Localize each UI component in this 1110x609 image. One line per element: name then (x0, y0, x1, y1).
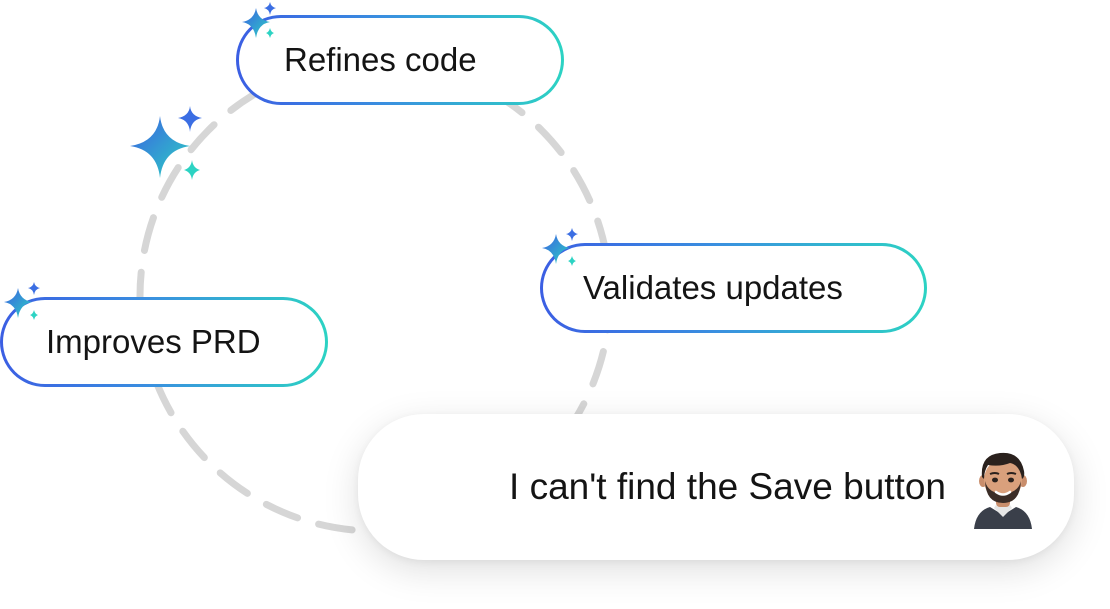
step-label: Refines code (284, 41, 477, 78)
step-pill-improves-prd: Improves PRD (0, 297, 328, 387)
step-label: Improves PRD (46, 323, 261, 360)
step-pill-validates-updates: Validates updates (540, 243, 927, 333)
chat-message-text: I can't find the Save button (509, 466, 946, 507)
sparkle-icon (542, 228, 578, 266)
sparkle-icon (4, 282, 40, 320)
chat-message-bubble: I can't find the Save button (358, 414, 1074, 560)
user-avatar (974, 452, 1032, 529)
step-pill-refines-code: Refines code (236, 15, 564, 105)
step-label: Validates updates (583, 269, 843, 306)
sparkle-icon (130, 106, 202, 180)
sparkle-icon (242, 2, 276, 38)
